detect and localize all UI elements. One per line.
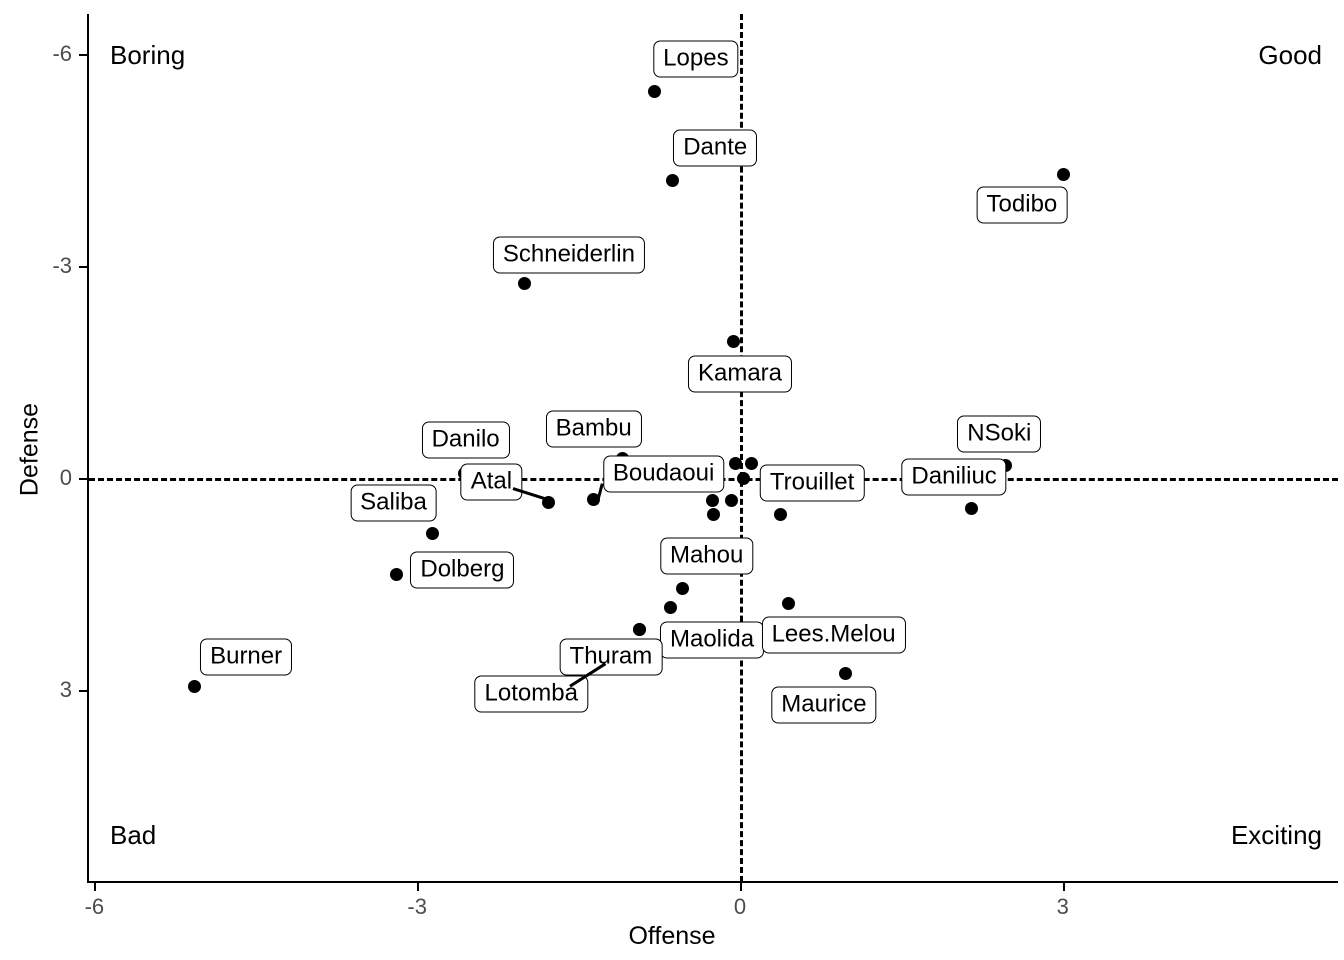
y-axis-tick-label: -3 (52, 253, 72, 279)
point-label-trouillet[interactable]: Trouillet (759, 464, 865, 502)
reference-line-vertical (740, 14, 743, 882)
y-axis-spine (87, 14, 89, 882)
quadrant-label-bad: Bad (110, 820, 157, 850)
x-axis-spine (87, 881, 1338, 883)
point-label-dolberg[interactable]: Dolberg (410, 551, 515, 589)
data-point-saliba[interactable] (425, 527, 439, 541)
data-point-lotomba[interactable] (633, 623, 647, 637)
data-point-trouillet[interactable] (774, 508, 788, 522)
data-point-schneiderlin[interactable] (518, 277, 532, 291)
point-label-burner[interactable]: Burner (200, 638, 293, 676)
data-point-todibo[interactable] (1057, 167, 1071, 181)
point-label-nsoki[interactable]: NSoki (957, 415, 1042, 453)
data-point[interactable] (729, 457, 743, 471)
x-axis-tick (740, 882, 742, 891)
y-axis-tick (79, 478, 88, 480)
y-axis-tick-label: 3 (59, 676, 72, 702)
x-axis-title: Offense (628, 922, 716, 950)
data-point[interactable] (705, 494, 719, 508)
x-axis-tick-label: 3 (1056, 894, 1069, 919)
data-point[interactable] (736, 472, 750, 486)
x-axis-tick-label: -6 (84, 894, 105, 919)
point-label-todibo[interactable]: Todibo (976, 186, 1068, 224)
point-label-kamara[interactable]: Kamara (687, 355, 793, 392)
y-axis-title: Defense (15, 402, 44, 497)
point-label-lopes[interactable]: Lopes (653, 40, 739, 78)
data-point-daniliuc[interactable] (964, 501, 978, 515)
data-point-lopes[interactable] (648, 85, 662, 99)
quadrant-label-good: Good (1258, 40, 1322, 70)
y-axis-tick-label: 0 (59, 465, 72, 490)
y-axis-tick (79, 54, 88, 57)
x-axis-tick (94, 882, 97, 891)
point-label-atal[interactable]: Atal (460, 463, 523, 501)
x-axis-tick (417, 882, 420, 891)
point-label-boudaoui[interactable]: Boudaoui (602, 455, 725, 493)
y-axis-tick-label: -6 (52, 41, 72, 67)
point-label-thuram[interactable]: Thuram (559, 638, 663, 676)
data-point-mahou[interactable] (676, 581, 690, 595)
point-label-danilo[interactable]: Danilo (421, 421, 510, 459)
point-label-maolida[interactable]: Maolida (659, 621, 765, 659)
data-point[interactable] (745, 457, 759, 471)
data-point-dolberg[interactable] (390, 567, 404, 581)
point-label-lees-melou[interactable]: Lees.Melou (761, 616, 906, 654)
point-label-bambu[interactable]: Bambu (545, 410, 642, 448)
y-axis-tick (79, 689, 88, 692)
data-point-burner[interactable] (187, 679, 201, 693)
quadrant-label-exciting: Exciting (1230, 820, 1322, 850)
point-label-dante[interactable]: Dante (673, 129, 758, 167)
data-point-boudaoui[interactable] (587, 493, 601, 507)
data-point[interactable] (724, 494, 738, 508)
data-point-lees-melou[interactable] (781, 597, 795, 611)
point-label-saliba[interactable]: Saliba (350, 484, 437, 522)
data-point-dante[interactable] (665, 173, 679, 187)
y-axis-tick (79, 266, 88, 269)
point-label-maurice[interactable]: Maurice (771, 686, 877, 724)
x-axis-tick-label: 0 (733, 894, 747, 919)
point-label-mahou[interactable]: Mahou (659, 537, 754, 575)
x-axis-tick-label: -3 (407, 894, 427, 919)
data-point-kamara[interactable] (727, 334, 741, 348)
data-point[interactable] (706, 507, 720, 521)
data-point-maurice[interactable] (838, 667, 852, 681)
quadrant-label-boring: Boring (110, 40, 186, 70)
point-label-lotomba[interactable]: Lotomba (474, 675, 588, 713)
point-label-schneiderlin[interactable]: Schneiderlin (492, 236, 645, 274)
x-axis-tick (1062, 882, 1065, 891)
point-label-daniliuc[interactable]: Daniliuc (901, 458, 1007, 496)
data-point-maolida[interactable] (663, 601, 677, 615)
data-point-atal[interactable] (541, 495, 555, 509)
